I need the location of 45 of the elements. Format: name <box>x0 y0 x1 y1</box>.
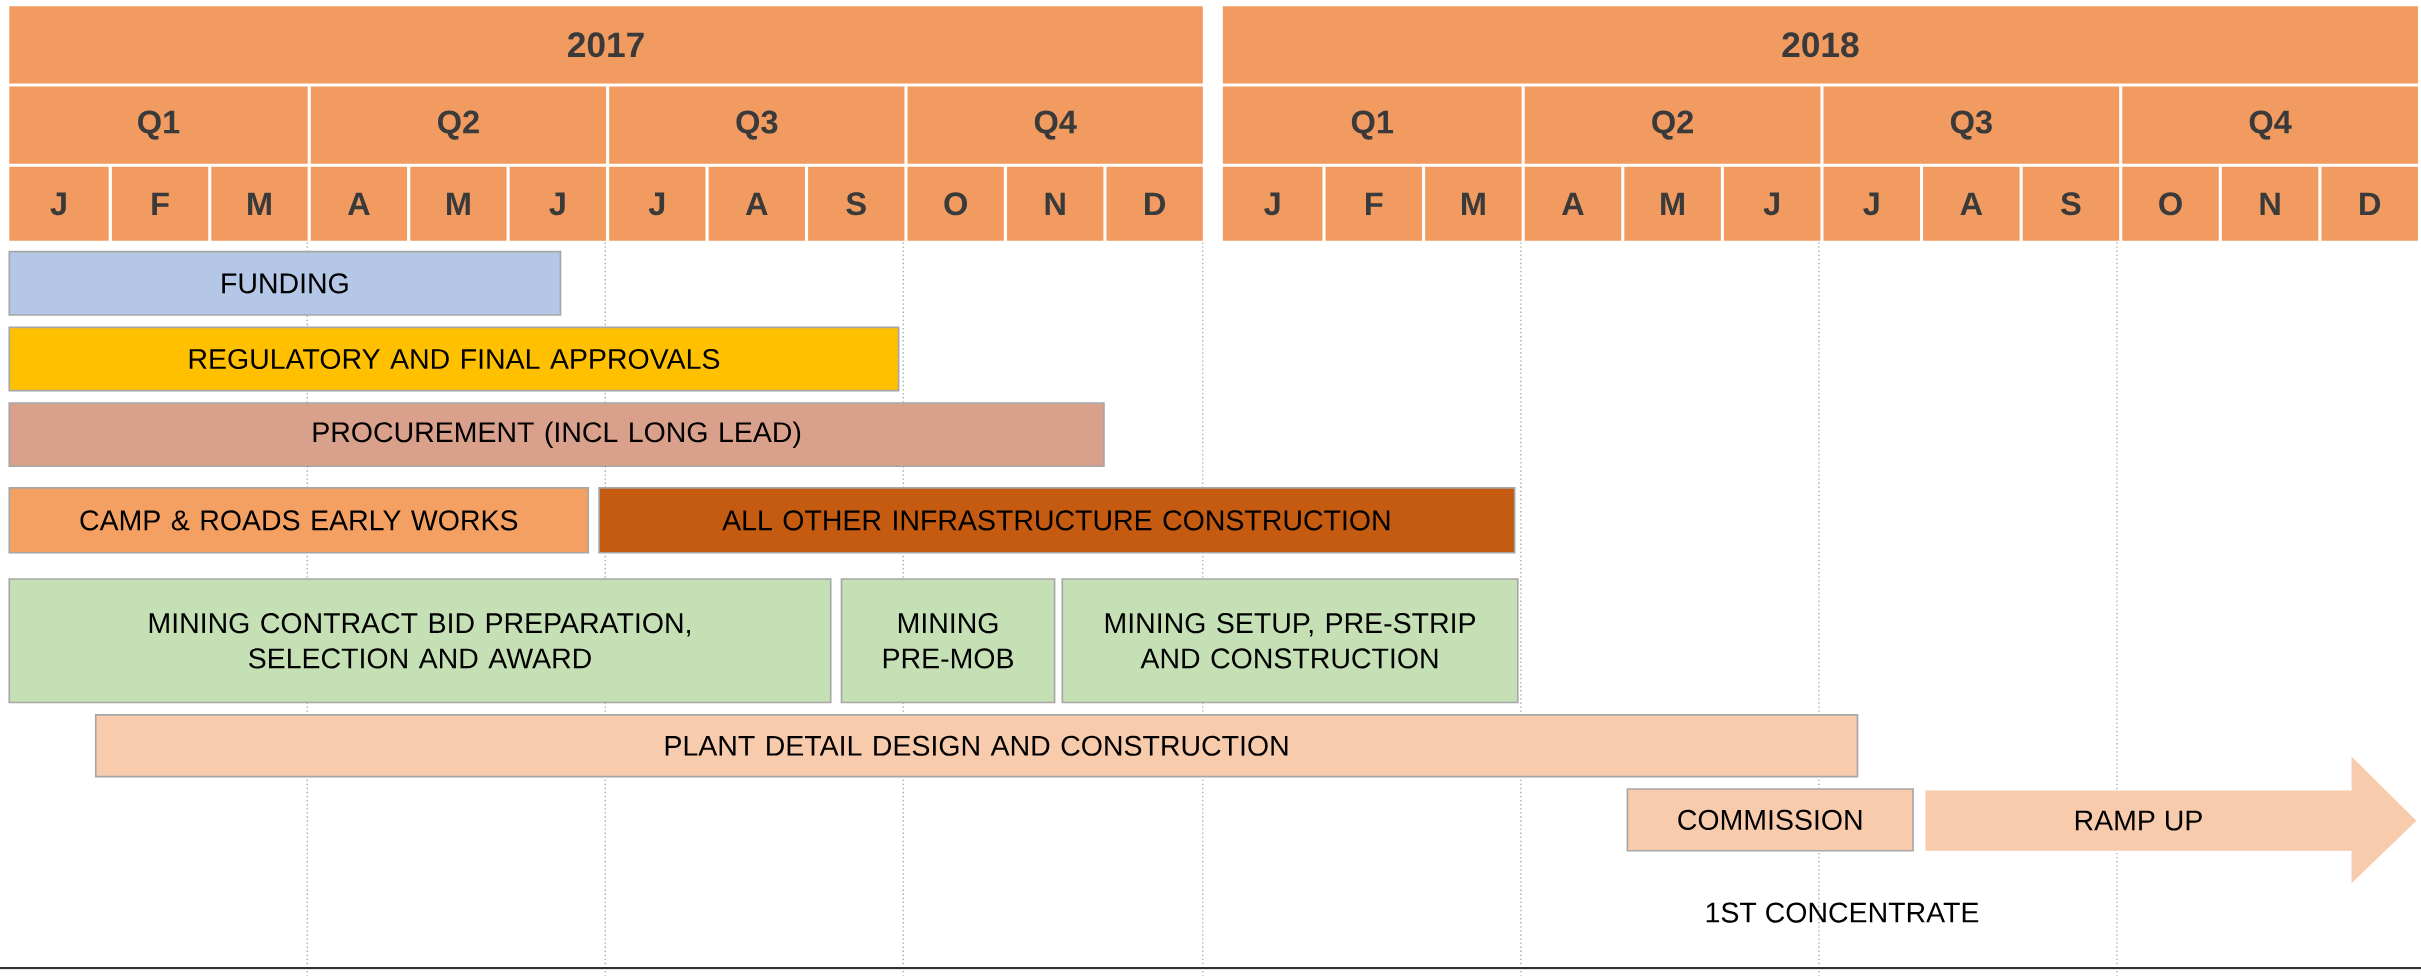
month-header-cell: J <box>9 166 109 241</box>
task-bar: COMMISSION <box>1626 788 1914 852</box>
task-bar: PROCUREMENT (INCL LONG LEAD) <box>8 402 1105 468</box>
month-header-cell: D <box>1106 166 1203 241</box>
month-header-cell: F <box>1325 166 1423 241</box>
quarter-header-cell: Q3 <box>609 86 905 164</box>
month-header-cell: J <box>609 166 706 241</box>
note-text: 1ST CONCENTRATE <box>1706 902 1979 923</box>
task-bar: CAMP & ROADS EARLY WORKS <box>8 487 590 554</box>
task-bar: REGULATORY AND FINAL APPROVALS <box>8 326 900 392</box>
month-header-cell: S <box>2022 166 2120 241</box>
month-header-cell: M <box>211 166 308 241</box>
quarter-header-cell: Q4 <box>2122 86 2418 164</box>
quarter-header-cell: Q4 <box>907 86 1203 164</box>
task-bar: MINING SETUP, PRE-STRIP AND CONSTRUCTION <box>1061 578 1519 704</box>
quarter-header-cell: Q1 <box>1222 86 1522 164</box>
month-header-cell: M <box>1624 166 1721 241</box>
month-header-cell: A <box>708 166 805 241</box>
month-header-cell: D <box>2321 166 2418 241</box>
year-header-cell: 2018 <box>1222 6 2418 84</box>
task-bar: ALL OTHER INFRASTRUCTURE CONSTRUCTION <box>598 487 1516 554</box>
month-header-cell: A <box>310 166 408 241</box>
quarter-header-cell: Q2 <box>310 86 607 164</box>
month-header-cell: S <box>808 166 905 241</box>
month-header-cell: N <box>1007 166 1104 241</box>
task-bar: FUNDING <box>8 250 562 316</box>
month-header-cell: A <box>1524 166 1622 241</box>
month-header-cell: J <box>1222 166 1323 241</box>
month-header-cell: A <box>1923 166 2020 241</box>
task-bar: MINING CONTRACT BID PREPARATION, SELECTION AND AWARD <box>8 578 832 704</box>
task-bar: MINING PRE-MOB <box>840 578 1056 704</box>
month-header-cell: M <box>1425 166 1522 241</box>
month-header-cell: J <box>1823 166 1920 241</box>
year-header-cell: 2017 <box>9 6 1203 84</box>
month-header-cell: O <box>2122 166 2219 241</box>
quarter-header-cell: Q1 <box>9 86 308 164</box>
month-header-cell: J <box>1723 166 1821 241</box>
task-bar: PLANT DETAIL DESIGN AND CONSTRUCTION <box>94 714 1859 778</box>
month-header-cell: M <box>410 166 507 241</box>
month-header-cell: N <box>2221 166 2319 241</box>
quarter-header-cell: Q2 <box>1524 86 1821 164</box>
month-header-cell: J <box>509 166 607 241</box>
quarter-header-cell: Q3 <box>1823 86 2120 164</box>
month-header-cell: F <box>111 166 209 241</box>
month-header-cell: O <box>907 166 1004 241</box>
